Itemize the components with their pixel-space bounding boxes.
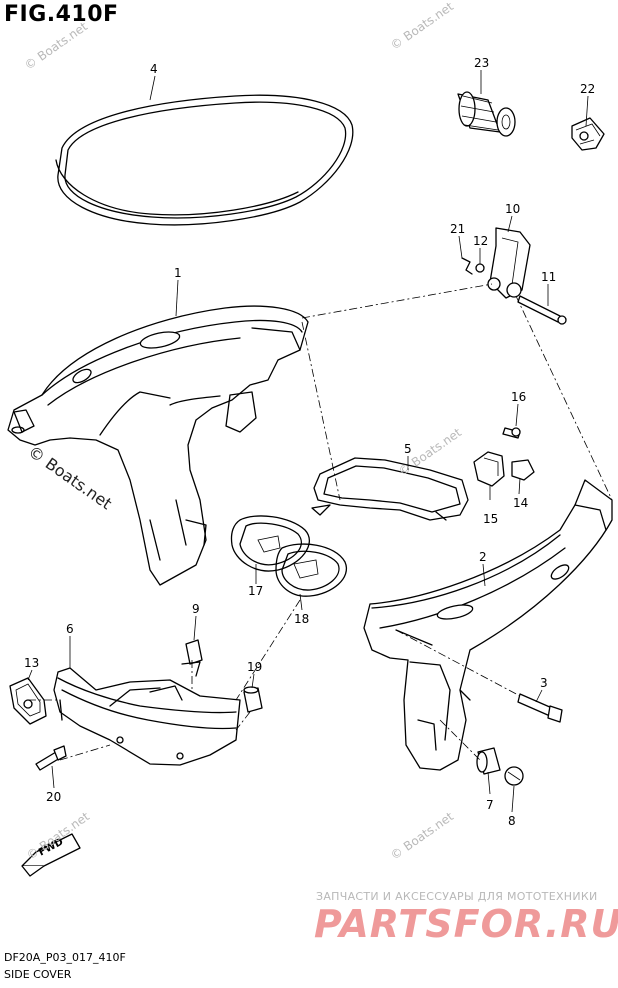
- callout-14: 14: [513, 496, 529, 510]
- callout-21: 21: [450, 222, 466, 236]
- callout-4: 4: [150, 62, 158, 76]
- callout-6: 6: [66, 622, 74, 636]
- part-8-screw: [504, 766, 524, 786]
- callout-10: 10: [505, 202, 521, 216]
- callout-20: 20: [46, 790, 62, 804]
- part-19-collar: [243, 686, 263, 713]
- part-13-grommet: [9, 677, 47, 725]
- part-14-cap: [511, 459, 535, 481]
- callout-18: 18: [294, 612, 310, 626]
- part-1-side-cover-left: [7, 305, 309, 586]
- part-3-bolt: [517, 693, 563, 723]
- part-7-grommet: [476, 747, 501, 775]
- figure-code: DF20A_P03_017_410F: [4, 951, 126, 964]
- callout-5: 5: [404, 442, 412, 456]
- part-12-washer: [475, 263, 485, 273]
- callout-16: 16: [511, 390, 527, 404]
- callout-2: 2: [479, 550, 487, 564]
- callout-23: 23: [474, 56, 490, 70]
- callout-17: 17: [248, 584, 264, 598]
- fwd-arrow-icon: [21, 833, 81, 877]
- brand-tagline: ЗАПЧАСТИ И АКСЕССУАРЫ ДЛЯ МОТОТЕХНИКИ: [316, 890, 598, 903]
- part-5-frame: [311, 457, 469, 521]
- part-17-seal: [230, 515, 311, 572]
- callout-11: 11: [541, 270, 557, 284]
- part-15-bracket: [473, 451, 505, 487]
- callout-22: 22: [580, 82, 596, 96]
- callout-7: 7: [486, 798, 494, 812]
- callout-9: 9: [192, 602, 200, 616]
- part-2-side-cover-right: [363, 479, 613, 771]
- leader-lines: [27, 70, 589, 813]
- part-11-bolt: [517, 295, 567, 325]
- part-22-clip: [571, 117, 605, 151]
- callout-12: 12: [473, 234, 489, 248]
- callout-1: 1: [174, 266, 182, 280]
- assembly-lines: [28, 283, 613, 761]
- callout-15: 15: [483, 512, 499, 526]
- part-16-screw: [502, 427, 521, 439]
- part-9-clip: [181, 639, 203, 677]
- figure-caption: SIDE COVER: [4, 968, 72, 981]
- part-6-lower-pan: [53, 667, 241, 766]
- brand-logo: PARTSFOR.RU: [314, 902, 618, 946]
- part-20-rivet: [35, 745, 67, 771]
- callout-3: 3: [540, 676, 548, 690]
- part-10-bracket: [487, 227, 531, 299]
- part-23-grommet: [457, 91, 516, 137]
- callout-13: 13: [24, 656, 40, 670]
- callout-19: 19: [247, 660, 263, 674]
- part-4-seal: [55, 94, 354, 226]
- figure-title: FIG.410F: [4, 2, 119, 27]
- part-21-pin: [461, 257, 473, 275]
- callout-8: 8: [508, 814, 516, 828]
- part-18-seal: [275, 543, 348, 597]
